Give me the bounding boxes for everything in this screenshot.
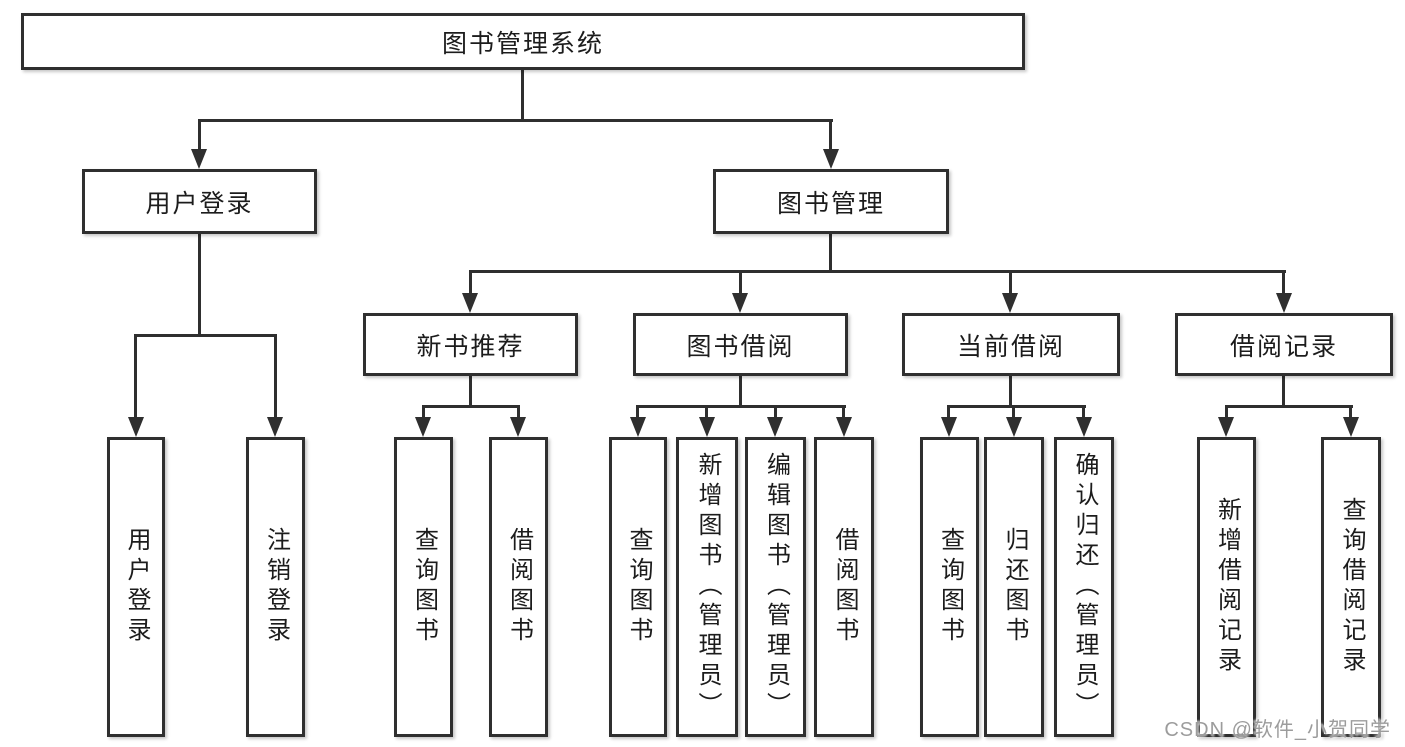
connector-line	[469, 270, 472, 295]
leaf-borrow-books: 借阅图书	[814, 437, 874, 737]
connector-line	[829, 232, 832, 272]
watermark-text: CSDN @软件_小贺同学	[1164, 719, 1391, 741]
leaf-return-books: 归还图书	[984, 437, 1044, 737]
node-book-borrowing: 图书借阅	[633, 313, 848, 376]
arrowhead-icon	[630, 417, 646, 437]
connector-line	[469, 374, 472, 407]
connector-line	[1012, 405, 1015, 419]
connector-line	[274, 334, 277, 419]
connector-line	[739, 270, 742, 295]
connector-line	[636, 405, 846, 408]
leaf-logout: 注销登录	[246, 437, 305, 737]
leaf-query-books: 查询图书	[394, 437, 453, 737]
connector-line	[829, 119, 832, 151]
leaf-user-login: 用户登录	[107, 437, 165, 737]
connector-line	[1282, 374, 1285, 407]
leaf-add-borrow-record: 新增借阅记录	[1197, 437, 1256, 737]
connector-line	[469, 270, 1286, 273]
leaf-query-borrow-record: 查询借阅记录	[1321, 437, 1381, 737]
arrowhead-icon	[941, 417, 957, 437]
arrowhead-icon	[267, 417, 283, 437]
connector-line	[1082, 405, 1085, 419]
leaf-add-books-admin: 新增图书（管理员）	[676, 437, 738, 737]
arrowhead-icon	[510, 417, 526, 437]
connector-line	[1225, 405, 1353, 408]
connector-line	[1009, 270, 1012, 295]
connector-line	[705, 405, 708, 419]
connector-line	[521, 68, 524, 120]
arrowhead-icon	[1076, 417, 1092, 437]
connector-line	[947, 405, 1086, 408]
arrowhead-icon	[462, 293, 478, 313]
arrowhead-icon	[1276, 293, 1292, 313]
arrowhead-icon	[1002, 293, 1018, 313]
connector-line	[947, 405, 950, 419]
arrowhead-icon	[128, 417, 144, 437]
connector-line	[198, 119, 201, 151]
arrowhead-icon	[823, 149, 839, 169]
connector-line	[1282, 270, 1285, 295]
connector-line	[1009, 374, 1012, 407]
node-current-borrowing: 当前借阅	[902, 313, 1120, 376]
leaf-edit-books-admin: 编辑图书（管理员）	[745, 437, 806, 737]
connector-line	[422, 405, 425, 419]
connector-line	[1225, 405, 1228, 419]
leaf-borrow-books: 借阅图书	[489, 437, 548, 737]
arrowhead-icon	[732, 293, 748, 313]
connector-line	[134, 334, 277, 337]
node-user-login: 用户登录	[82, 169, 317, 234]
leaf-confirm-return-admin: 确认归还（管理员）	[1054, 437, 1114, 737]
node-borrowing-records: 借阅记录	[1175, 313, 1393, 376]
connector-line	[1349, 405, 1352, 419]
arrowhead-icon	[836, 417, 852, 437]
arrowhead-icon	[191, 149, 207, 169]
node-new-book-recommendation: 新书推荐	[363, 313, 578, 376]
connector-line	[134, 334, 137, 419]
leaf-query-books: 查询图书	[609, 437, 667, 737]
connector-line	[198, 119, 833, 122]
arrowhead-icon	[1218, 417, 1234, 437]
connector-line	[842, 405, 845, 419]
connector-line	[422, 405, 520, 408]
leaf-query-books: 查询图书	[920, 437, 979, 737]
arrowhead-icon	[1343, 417, 1359, 437]
arrowhead-icon	[1006, 417, 1022, 437]
node-book-management: 图书管理	[713, 169, 949, 234]
connector-line	[517, 405, 520, 419]
node-library-management-system: 图书管理系统	[21, 13, 1025, 70]
connector-line	[636, 405, 639, 419]
connector-line	[739, 374, 742, 407]
arrowhead-icon	[415, 417, 431, 437]
connector-line	[774, 405, 777, 419]
connector-line	[198, 232, 201, 336]
arrowhead-icon	[767, 417, 783, 437]
arrowhead-icon	[699, 417, 715, 437]
